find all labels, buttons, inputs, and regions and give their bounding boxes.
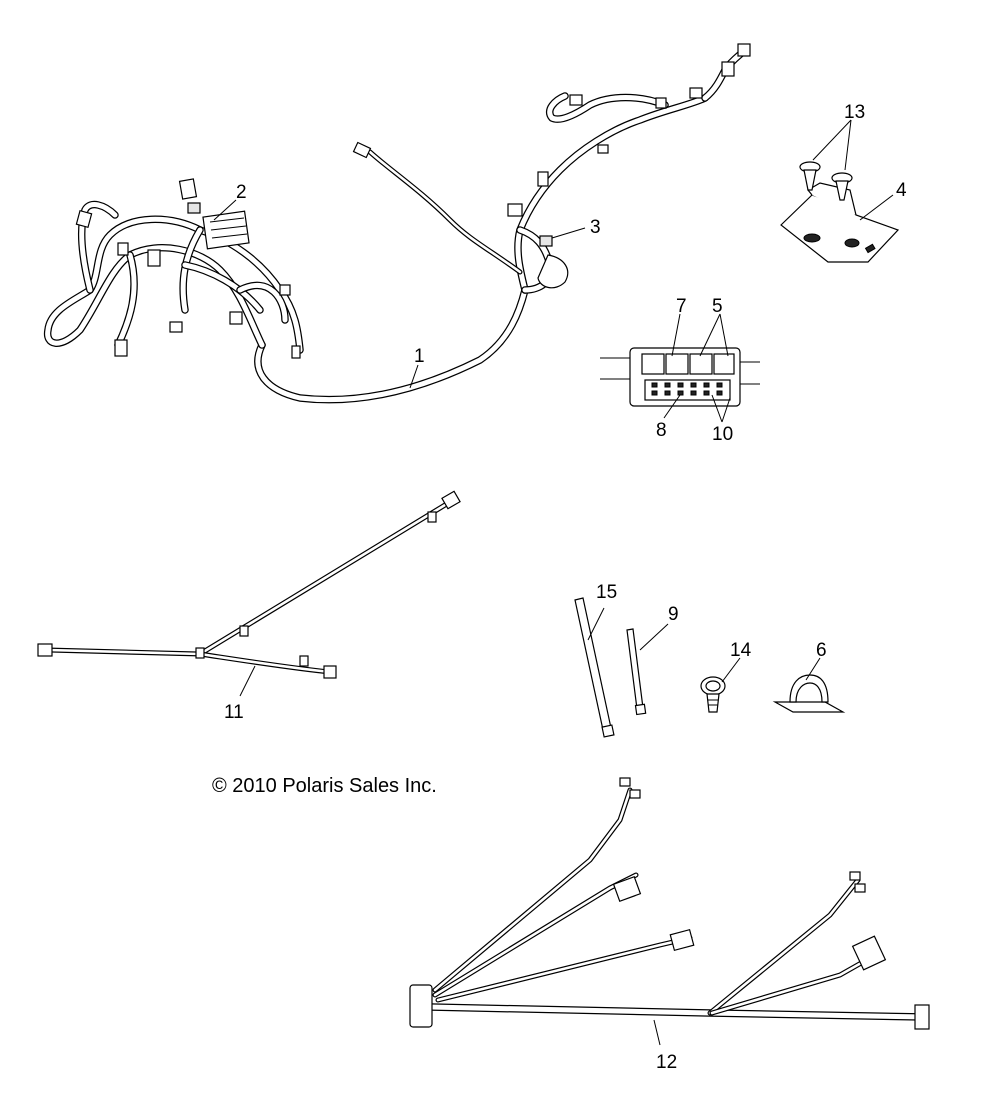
branch-harness <box>409 777 930 1030</box>
callout-12: 12 <box>656 1052 677 1073</box>
copyright-notice: © 2010 Polaris Sales Inc. <box>212 775 437 797</box>
callout-7: 7 <box>676 296 687 317</box>
callout-5: 5 <box>712 296 723 317</box>
fuse-box <box>600 347 760 407</box>
main-harness <box>43 43 751 404</box>
callout-11: 11 <box>224 702 244 723</box>
callout-2: 2 <box>236 182 247 203</box>
callout-1: 1 <box>414 346 425 367</box>
push-pins <box>799 161 853 201</box>
callout-13: 13 <box>844 102 865 123</box>
callout-3: 3 <box>590 217 601 238</box>
cable-tie-short <box>626 628 647 716</box>
callout-9: 9 <box>668 604 679 625</box>
callout-8: 8 <box>656 420 667 441</box>
callout-14: 14 <box>730 640 752 661</box>
callout-6: 6 <box>816 640 827 661</box>
y-harness <box>37 490 461 679</box>
cable-clamp <box>772 674 846 713</box>
callout-10: 10 <box>712 424 733 445</box>
leader-lines <box>213 119 894 1046</box>
callout-4: 4 <box>896 180 907 201</box>
callouts: 1 2 3 4 5 6 7 8 9 10 11 12 13 14 15 <box>224 102 907 1073</box>
cable-tie-long <box>574 597 615 738</box>
callout-15: 15 <box>596 582 617 603</box>
edge-clip <box>700 676 726 713</box>
